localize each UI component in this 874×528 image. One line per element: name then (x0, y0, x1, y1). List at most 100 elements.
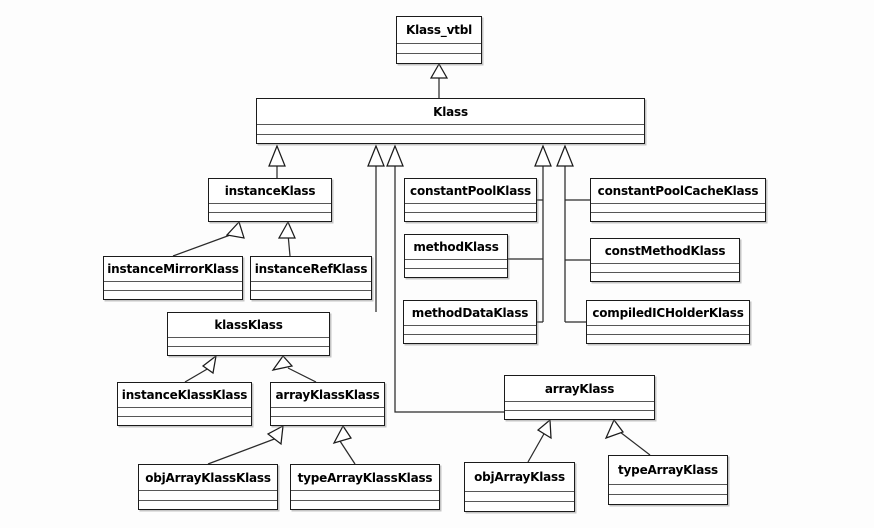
class-attributes-objarrayklass (465, 492, 574, 501)
class-operations-constantpoolcacheklass (591, 213, 765, 221)
class-name-methodklass: methodKlass (413, 240, 499, 254)
class-separator-attributes (209, 203, 331, 205)
class-name-klass_vtbl: Klass_vtbl (405, 23, 473, 37)
edge-instancemirrorklass-to-instanceklass (172, 233, 234, 257)
arrowhead-instanceklass-mirror (225, 220, 245, 239)
class-operations-arrayklassklass (271, 417, 384, 425)
arrowhead-klass-arrayklass (386, 144, 404, 167)
arrowhead-klass-instanceklass (268, 144, 286, 167)
class-operations-instancerefklass (251, 291, 371, 299)
class-attributes-klass_vtbl (397, 44, 481, 53)
class-operations-typearrayklass (609, 495, 727, 504)
class-separator-operations (591, 211, 765, 213)
class-box-typearrayklass[interactable]: typeArrayKlass (608, 455, 728, 505)
class-operations-klass (257, 135, 644, 143)
class-box-objarrayklass[interactable]: objArrayKlass (464, 462, 575, 512)
class-box-methodklass[interactable]: methodKlass (404, 234, 508, 278)
class-box-typearrayklassklass[interactable]: typeArrayKlassKlass (290, 464, 440, 510)
class-operations-compiledicholderklass (587, 335, 749, 343)
class-operations-objarrayklassklass (139, 501, 277, 509)
class-separator-attributes (168, 337, 329, 339)
class-operations-constmethodklass (591, 273, 739, 281)
class-separator-operations (118, 415, 251, 417)
class-box-instancemirrorklass[interactable]: instanceMirrorKlass (103, 256, 243, 300)
class-name-instanceklass: instanceKlass (224, 184, 316, 198)
class-box-constantpoolcacheklass[interactable]: constantPoolCacheKlass (590, 178, 766, 222)
class-name-objarrayklassklass: objArrayKlassKlass (145, 470, 271, 485)
class-separator-operations (405, 211, 536, 213)
class-separator-attributes (591, 263, 739, 265)
class-separator-attributes (257, 124, 644, 126)
arrowhead-klass-klassklass (367, 144, 385, 167)
class-separator-attributes (587, 325, 749, 327)
class-box-constantpoolklass[interactable]: constantPoolKlass (404, 178, 537, 222)
class-operations-arrayklass (505, 411, 654, 419)
class-separator-operations (465, 501, 574, 503)
class-box-arrayklass[interactable]: arrayKlass (504, 375, 655, 420)
arrowhead-arrayklass-obj (536, 418, 552, 440)
class-separator-operations (587, 333, 749, 335)
class-attributes-methodklass (405, 260, 507, 268)
class-box-klassklass[interactable]: klassKlass (167, 312, 330, 356)
class-operations-objarrayklass (465, 502, 574, 511)
class-name-typearrayklassklass: typeArrayKlassKlass (297, 470, 433, 485)
arrowhead-instanceklass-ref (277, 220, 296, 239)
class-box-methoddataklass[interactable]: methodDataKlass (403, 300, 537, 344)
edge-objarrayklassklass-to-arrayklassklass (207, 437, 278, 465)
class-operations-typearrayklassklass (291, 501, 439, 509)
class-separator-operations (397, 53, 481, 55)
arrowhead-arrayklassklass-type (332, 424, 352, 445)
arrowhead-klass_vtbl (429, 62, 449, 79)
class-box-constmethodklass[interactable]: constMethodKlass (590, 238, 740, 282)
class-box-instanceklass[interactable]: instanceKlass (208, 178, 332, 222)
arrowhead-klassklass-array (271, 355, 294, 371)
class-separator-operations (271, 415, 384, 417)
class-separator-attributes (139, 490, 277, 492)
class-attributes-instancerefklass (251, 282, 371, 290)
class-box-objarrayklassklass[interactable]: objArrayKlassKlass (138, 464, 278, 510)
arrowhead-klass-middlegroup (534, 144, 552, 167)
class-attributes-constmethodklass (591, 264, 739, 272)
class-separator-attributes (405, 259, 507, 261)
class-box-instancerefklass[interactable]: instanceRefKlass (250, 256, 372, 300)
class-separator-operations (591, 271, 739, 273)
class-name-instancerefklass: instanceRefKlass (254, 262, 368, 276)
class-separator-attributes (404, 325, 536, 327)
class-separator-attributes (397, 43, 481, 45)
class-attributes-objarrayklassklass (139, 491, 277, 499)
class-attributes-typearrayklassklass (291, 491, 439, 499)
class-separator-operations (404, 333, 536, 335)
class-name-objarrayklass: objArrayKlass (474, 470, 565, 484)
class-operations-instanceklass (209, 213, 331, 221)
class-separator-operations (609, 494, 727, 496)
class-attributes-constantpoolcacheklass (591, 204, 765, 212)
class-separator-operations (168, 345, 329, 347)
class-name-instanceklassklass: instanceKlassKlass (121, 388, 248, 402)
class-name-typearrayklass: typeArrayKlass (618, 463, 718, 477)
class-operations-methodklass (405, 269, 507, 277)
class-box-instanceklassklass[interactable]: instanceKlassKlass (117, 382, 252, 426)
arrowhead-arrayklass-type (604, 418, 625, 440)
class-separator-attributes (271, 407, 384, 409)
class-box-arrayklassklass[interactable]: arrayKlassKlass (270, 382, 385, 426)
class-name-klassklass: klassKlass (214, 318, 283, 332)
class-attributes-methoddataklass (404, 326, 536, 334)
class-attributes-typearrayklass (609, 485, 727, 494)
class-attributes-arrayklass (505, 402, 654, 410)
class-separator-operations (139, 499, 277, 501)
arrowhead-arrayklassklass-obj (266, 424, 284, 446)
class-box-klass[interactable]: Klass (256, 98, 645, 144)
class-separator-attributes (465, 491, 574, 493)
class-separator-operations (257, 133, 644, 135)
class-box-compiledicholderklass[interactable]: compiledICHolderKlass (586, 300, 750, 344)
class-attributes-instanceklass (209, 204, 331, 212)
class-separator-operations (505, 409, 654, 411)
edge-instancerefklass-to-instanceklass (287, 233, 291, 257)
class-operations-methoddataklass (404, 335, 536, 343)
class-operations-instanceklassklass (118, 417, 251, 425)
class-box-klass_vtbl[interactable]: Klass_vtbl (396, 16, 482, 64)
edge-instanceklassklass-to-klassklass (184, 367, 210, 383)
edge-typearrayklass-to-arrayklass (619, 431, 651, 456)
arrowhead-klassklass-instance (201, 354, 217, 375)
